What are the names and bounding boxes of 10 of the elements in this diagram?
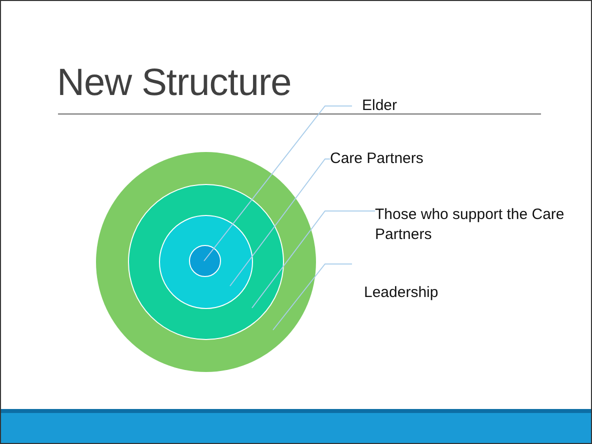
leader-line <box>230 158 330 286</box>
leader-line <box>204 106 352 262</box>
slide-title: New Structure <box>57 62 292 105</box>
leader-line <box>252 210 376 308</box>
center-circle <box>189 245 221 277</box>
leader-label: Elder <box>352 96 422 116</box>
leader-label: Those who support the Care Partners <box>375 205 575 245</box>
leader-label: Care Partners <box>330 149 470 169</box>
leader-line <box>272 264 352 330</box>
leader-label: Leadership <box>352 283 484 303</box>
